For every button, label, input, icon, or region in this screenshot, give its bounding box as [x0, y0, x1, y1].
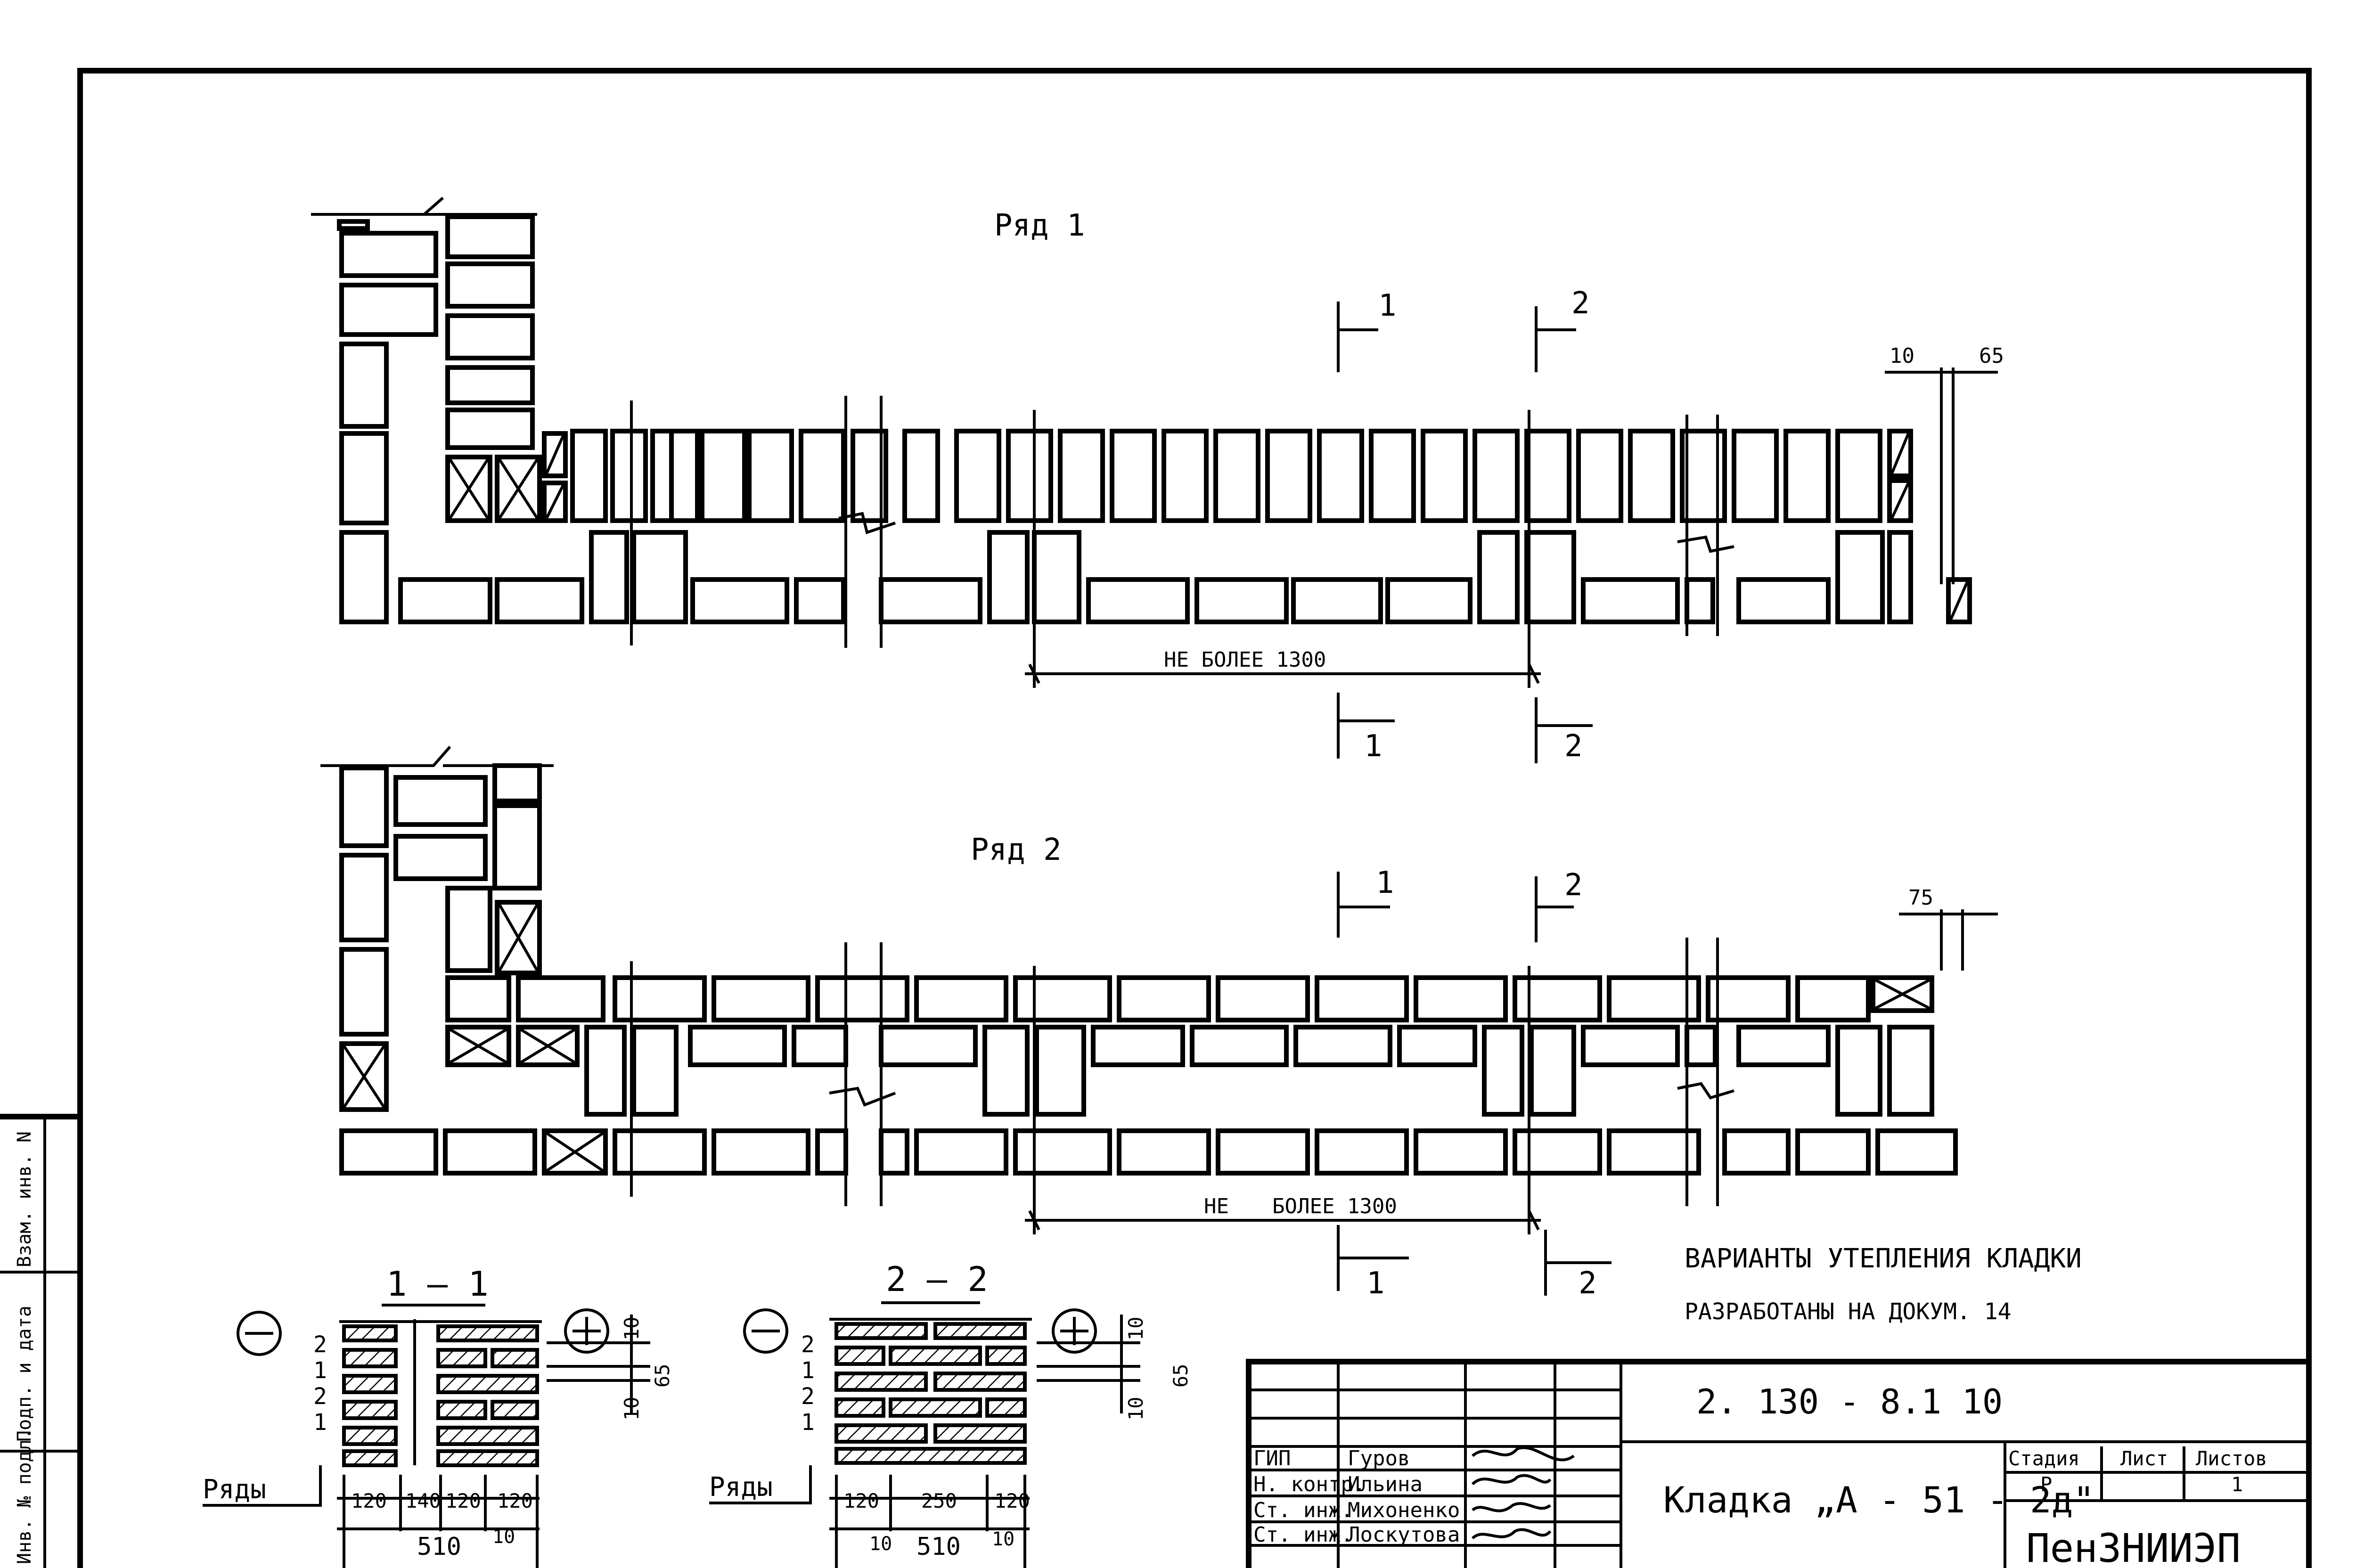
row2-section-mark-2: 2 [1564, 868, 1583, 903]
section-22-small-right: 10 [992, 1528, 1014, 1550]
section-11-row-num-3: 2 [313, 1383, 327, 1410]
section-11-side-dim-a: 10 [620, 1316, 643, 1340]
section-22-side-dim-b: 65 [1169, 1364, 1192, 1388]
section-1-1: 1 — 1 2 1 2 1 10 65 10 Ряды 120 140 1 [203, 1264, 674, 1568]
section-22-row-num-1: 2 [801, 1331, 815, 1358]
section-22-rows-label: Ряды [709, 1472, 773, 1503]
note-line1: ВАРИАНТЫ УТЕПЛЕНИЯ КЛАДКИ [1685, 1243, 2082, 1274]
drawing-title: Кладка „А - 51 - 2д" [1663, 1479, 2094, 1521]
sheets-header: Листов [2196, 1447, 2267, 1470]
signer-role-3: Ст. инж. [1253, 1498, 1353, 1522]
section-22-row-num-2: 1 [801, 1357, 815, 1384]
section-22-dim-1: 120 [843, 1489, 879, 1512]
section-11-dim-3: 120 [445, 1489, 481, 1512]
signature-4 [1471, 1528, 1552, 1540]
section-11-total: 510 [417, 1533, 461, 1561]
stage-header: Стадия [2008, 1447, 2080, 1470]
row1-section-mark-2b: 2 [1564, 729, 1583, 764]
left-strip: Инв. № подл. Подп. и дата Взам. инв. N [0, 1114, 80, 1568]
section-22-title: 2 — 2 [886, 1259, 988, 1299]
row2-course-bottom [339, 1128, 1958, 1176]
row1-dim-65: 65 [1979, 344, 2004, 368]
signature-1 [1472, 1446, 1575, 1462]
strip-inv-podl: Инв. № подл. [14, 1428, 35, 1564]
row2-course-top [445, 975, 1934, 1022]
row1-section-mark-2: 2 [1571, 286, 1590, 321]
row2-section-mark-2b: 2 [1579, 1266, 1597, 1301]
row2-span-label-b: БОЛЕЕ 1300 [1272, 1194, 1397, 1218]
note-line2: РАЗРАБОТАНЫ НА ДОКУМ. 14 [1685, 1298, 2012, 1325]
section-22-side-dim-a: 10 [1124, 1316, 1147, 1340]
sheet-frame [77, 68, 2312, 1568]
doc-number: 2. 130 - 8.1 10 [1696, 1382, 2003, 1421]
section-22-row-num-4: 1 [801, 1409, 815, 1436]
row2-section-mark-1b: 1 [1366, 1266, 1385, 1301]
note: ВАРИАНТЫ УТЕПЛЕНИЯ КЛАДКИ РАЗРАБОТАНЫ НА… [1685, 1243, 2082, 1325]
signature-3 [1472, 1502, 1551, 1512]
row2-dim-75: 75 [1908, 886, 1933, 910]
section-11-row-num-2: 1 [313, 1357, 327, 1384]
row1-span-label: НЕ БОЛЕЕ 1300 [1164, 648, 1326, 672]
signature-2 [1471, 1474, 1552, 1486]
row2-section-mark-1: 1 [1376, 866, 1394, 900]
section-22-small-left: 10 [869, 1533, 892, 1555]
sheets-value: 1 [2231, 1473, 2243, 1496]
section-11-row-num-4: 1 [313, 1409, 327, 1436]
strip-vzam-inv: Взам. инв. N [14, 1131, 35, 1267]
section-22-side-dim-c: 10 [1124, 1396, 1147, 1421]
signer-name-3: Михоненко [1348, 1498, 1460, 1522]
section-11-dim-1: 120 [351, 1489, 387, 1512]
section-11-rows-label: Ряды [203, 1474, 266, 1505]
row1-dim-10: 10 [1890, 344, 1914, 368]
signer-name-1: Гуров [1348, 1446, 1410, 1470]
row1-plan: Ряд 1 [311, 196, 2004, 764]
title-block: 2. 130 - 8.1 10 Кладка „А - 51 - 2д" Ста… [1246, 1359, 2309, 1568]
section-22-dim-3: 120 [994, 1489, 1030, 1512]
row2-course-mid [445, 1025, 1934, 1117]
section-11-side-dim-c: 10 [620, 1396, 643, 1421]
strip-podp-data: Подп. и дата [14, 1306, 35, 1442]
signer-name-2: Ильина [1348, 1472, 1423, 1496]
section-11-small: 10 [492, 1526, 515, 1548]
row2-title: Ряд 2 [971, 833, 1062, 867]
row2-plan: Ряд 2 [320, 746, 1998, 1301]
stage-value: Р [2040, 1473, 2052, 1496]
section-22-row-num-3: 2 [801, 1383, 815, 1410]
signer-name-4: Лоскутова [1348, 1523, 1460, 1547]
section-11-dim-2: 140 [405, 1489, 441, 1512]
row1-section-mark-1b: 1 [1364, 729, 1383, 764]
section-11-title: 1 — 1 [386, 1264, 489, 1304]
section-22-dim-2: 250 [921, 1489, 957, 1512]
section-11-row-num-1: 2 [313, 1331, 327, 1358]
signer-role-4: Ст. инж. [1253, 1523, 1353, 1547]
signer-role-1: ГИП [1253, 1446, 1291, 1470]
sheet-header: Лист [2120, 1447, 2168, 1470]
org-name: ПенЗНИИЭП [2026, 1525, 2241, 1568]
section-11-dim-4: 120 [497, 1489, 533, 1512]
row1-section-mark-1: 1 [1378, 288, 1397, 323]
section-22-total: 510 [916, 1533, 961, 1561]
section-11-side-dim-b: 65 [651, 1364, 674, 1388]
row2-span-label-a: НЕ [1204, 1194, 1229, 1218]
row1-title: Ряд 1 [994, 208, 1085, 243]
signer-role-2: Н. контр. [1253, 1472, 1366, 1496]
section-2-2: 2 — 2 2 1 2 1 10 65 10 Ряды 120 250 120 [709, 1259, 1192, 1568]
